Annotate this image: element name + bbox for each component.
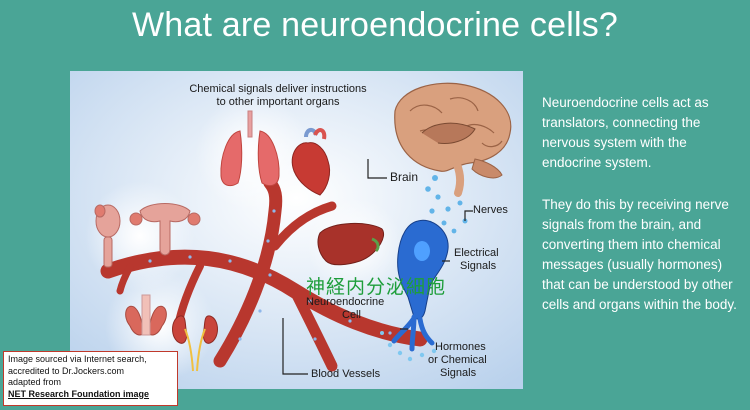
label-hormones-2: or Chemical	[428, 354, 487, 366]
thyroid-icon	[125, 294, 167, 336]
body-paragraph-2: They do this by receiving nerve signals …	[542, 197, 737, 312]
neuroendocrine-diagram: Chemical signals deliver instructions to…	[70, 71, 523, 389]
hormone-dots	[380, 331, 437, 362]
body-paragraph-1: Neuroendocrine cells act as translators,…	[542, 95, 709, 170]
credit-line-3: adapted from	[8, 377, 62, 387]
label-electrical-signals-1: Electrical	[454, 247, 499, 259]
neuroendocrine-cell-icon	[391, 219, 449, 352]
label-brain: Brain	[390, 170, 419, 184]
label-blood-vessels: Blood Vessels	[311, 368, 381, 380]
vessel-cells	[148, 209, 392, 341]
kidneys-icon	[172, 315, 218, 372]
leader-lines	[282, 159, 473, 375]
label-nerves: Nerves	[473, 204, 508, 216]
slide-title: What are neuroendocrine cells?	[131, 6, 619, 44]
diagram-artwork	[70, 71, 523, 389]
heart-icon	[291, 128, 331, 196]
credit-line-2: accredited to Dr.Jockers.com	[8, 365, 125, 376]
label-neuroendocrine-cell-2: Cell	[342, 309, 361, 321]
label-hormones-1: Hormones	[435, 341, 486, 353]
cjk-overlay-text: 神経内分泌細胞	[306, 276, 447, 298]
label-electrical-signals-2: Signals	[460, 260, 497, 272]
reproductive-organs-icon	[94, 203, 201, 268]
lungs-icon	[220, 110, 280, 187]
liver-icon	[317, 222, 384, 266]
credit-line-1: Image sourced via Internet search,	[8, 354, 147, 364]
credit-source-link[interactable]: NET Research Foundation image	[8, 388, 150, 399]
figure-header-line2: to other important organs	[216, 96, 340, 108]
figure-header-line1: Chemical signals deliver instructions	[189, 83, 367, 95]
label-neuroendocrine-cell-1: Neuroendocrine	[306, 296, 385, 308]
brain-icon	[394, 82, 512, 197]
image-credit-box: Image sourced via Internet search, accre…	[3, 351, 178, 406]
label-hormones-3: Signals	[440, 367, 477, 379]
